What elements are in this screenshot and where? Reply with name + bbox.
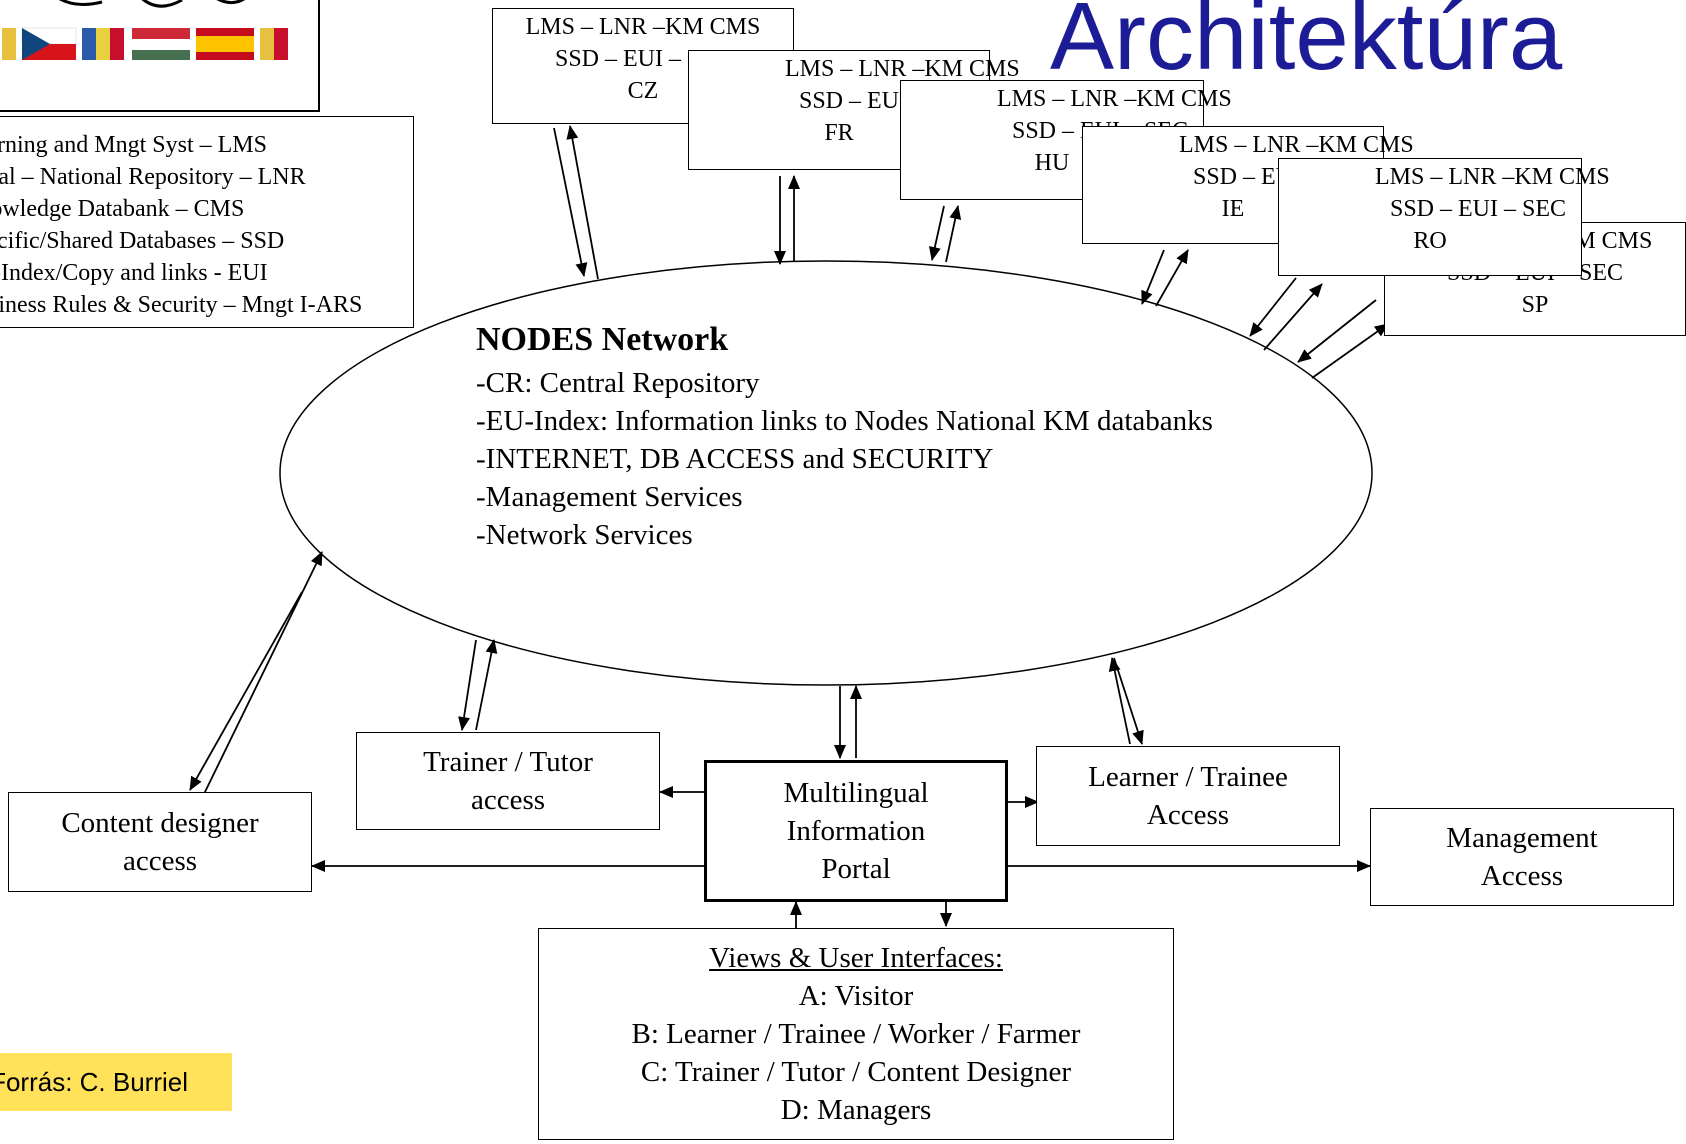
trainer-line2: access: [470, 784, 546, 816]
portal-box: Multilingual Information Portal: [704, 760, 1008, 902]
legend-item: Local – National Repository – LNR: [0, 164, 306, 190]
node-line1: LMS – LNR –KM CMS: [1179, 132, 1414, 158]
logo-graphic: [2, 0, 288, 60]
node-line1: LMS – LNR –KM CMS: [785, 56, 1020, 82]
network-item: -INTERNET, DB ACCESS and SECURITY: [476, 443, 994, 475]
learner-line2: Access: [1146, 799, 1230, 831]
nodes-network-ellipse: [279, 260, 1373, 686]
management-line2: Access: [1480, 860, 1564, 892]
views-item: B: Learner / Trainee / Worker / Farmer: [631, 1018, 1081, 1050]
node-code: HU: [1034, 150, 1070, 176]
node-box-ie: LMS – LNR –KM CMS SSD – EUI – SEC IE: [1082, 126, 1414, 244]
network-item: -CR: Central Repository: [476, 367, 760, 399]
node-code: CZ: [627, 78, 659, 104]
legend-item: Business Rules & Security – Mngt I-ARS: [0, 292, 363, 318]
node-code: IE: [1221, 196, 1245, 222]
arrows: [189, 125, 1389, 928]
legend-item: Knowledge Databank – CMS: [0, 196, 245, 222]
network-item: -Network Services: [476, 519, 693, 551]
legend-item: EU-Index/Copy and links - EUI: [0, 260, 268, 286]
nodes-network-text: NODES Network -CR: Central Repository -E…: [476, 318, 1213, 554]
trainer-access-box: Trainer / Tutor access: [356, 732, 660, 830]
content-designer-access-box: Content designer access: [8, 792, 312, 892]
node-line1: LMS – LNR –KM CMS: [525, 14, 761, 40]
portal-line3: Portal: [821, 853, 891, 885]
views-heading: Views & User Interfaces:: [709, 942, 1003, 974]
content-designer-line1: Content designer: [61, 807, 259, 839]
views-box: Views & User Interfaces: A: Visitor B: L…: [538, 928, 1174, 1140]
page-title: Architektúra: [1050, 0, 1563, 90]
node-line1: LMS – LNR –KM CMS: [1375, 164, 1610, 190]
legend-box: Learning and Mngt Syst – LMS Local – Nat…: [0, 116, 414, 328]
trainer-line1: Trainer / Tutor: [423, 746, 593, 778]
views-item: C: Trainer / Tutor / Content Designer: [640, 1056, 1072, 1088]
node-line1: LMS – LNR –KM CMS: [997, 86, 1232, 112]
legend-item: Specific/Shared Databases – SSD: [0, 228, 285, 254]
learner-access-box: Learner / Trainee Access: [1036, 746, 1340, 846]
portal-line1: Multilingual: [783, 777, 929, 809]
content-designer-line2: access: [122, 845, 198, 877]
node-code: FR: [824, 120, 854, 146]
learner-line1: Learner / Trainee: [1088, 761, 1288, 793]
views-item: A: Visitor: [798, 980, 914, 1012]
network-item: -Management Services: [476, 481, 743, 513]
node-box-ro: LMS – LNR –KM CMS SSD – EUI – SEC RO: [1278, 158, 1610, 276]
node-code: SP: [1521, 292, 1549, 318]
project-logo: [0, 0, 320, 112]
network-heading: NODES Network: [476, 321, 729, 358]
views-item: D: Managers: [780, 1094, 932, 1126]
portal-line2: Information: [786, 815, 926, 847]
management-access-box: Management Access: [1370, 808, 1674, 906]
node-line2: SSD – EUI – SEC: [1389, 196, 1567, 222]
legend-item: Learning and Mngt Syst – LMS: [0, 132, 267, 158]
source-credit: Forrás: C. Burriel: [0, 1053, 232, 1111]
management-line1: Management: [1446, 822, 1598, 854]
network-item: -EU-Index: Information links to Nodes Na…: [476, 405, 1213, 437]
node-code: RO: [1413, 228, 1447, 254]
